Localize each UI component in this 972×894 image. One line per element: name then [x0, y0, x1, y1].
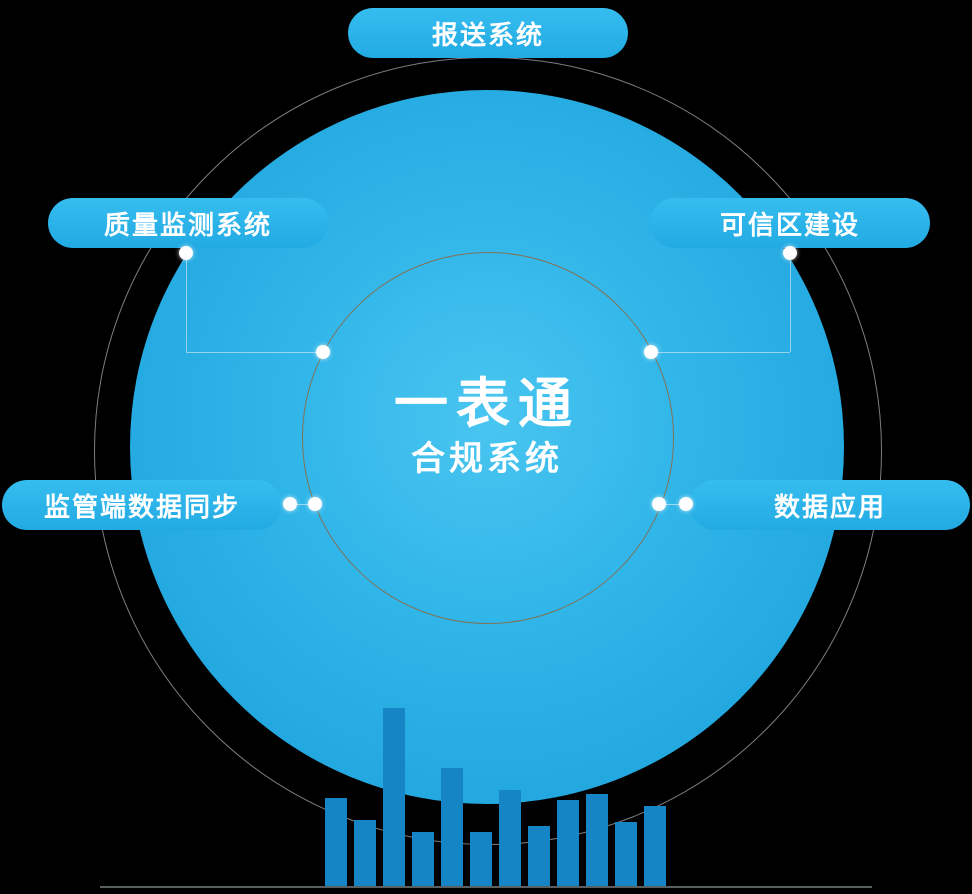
node-data-application: 数据应用 [690, 480, 970, 530]
node-regulator-data-sync: 监管端数据同步 [2, 480, 282, 530]
bar [383, 708, 405, 886]
bar [557, 800, 579, 886]
bar [615, 822, 637, 886]
bottom-line [100, 886, 872, 888]
dot-ring-upper-right [644, 345, 658, 359]
connector-right-horizontal [651, 352, 790, 353]
bar [412, 832, 434, 886]
bar-chart [325, 700, 666, 886]
bar [441, 768, 463, 886]
node-trusted-zone-label: 可信区建设 [719, 209, 860, 240]
bar [586, 794, 608, 886]
dot-data-app-pill-edge [679, 497, 693, 511]
node-trusted-zone: 可信区建设 [650, 198, 930, 248]
node-data-application-label: 数据应用 [773, 491, 886, 522]
connector-left-horizontal [186, 352, 323, 353]
dot-under-quality-pill [179, 246, 193, 260]
dot-ring-lower-right [652, 497, 666, 511]
bar [325, 798, 347, 886]
node-reporting-system: 报送系统 [348, 8, 628, 58]
bar [644, 806, 666, 886]
center-label: 一表通 合规系统 [287, 374, 687, 480]
node-quality-monitoring: 质量监测系统 [48, 198, 328, 248]
inner-ring [302, 252, 674, 624]
node-quality-monitoring-label: 质量监测系统 [103, 209, 272, 240]
center-subtitle: 合规系统 [411, 440, 563, 478]
dot-under-trusted-pill [783, 246, 797, 260]
dot-ring-upper-left [316, 345, 330, 359]
bar [470, 832, 492, 886]
connector-left-vertical [186, 253, 187, 352]
bar [528, 826, 550, 886]
connector-lower-left [290, 504, 315, 505]
node-regulator-data-sync-label: 监管端数据同步 [43, 491, 240, 522]
connector-right-vertical [790, 253, 791, 352]
node-reporting-system-label: 报送系统 [431, 19, 544, 50]
bar [499, 790, 521, 886]
bar [354, 820, 376, 886]
dot-ring-lower-left [308, 497, 322, 511]
center-title: 一表通 [394, 374, 580, 434]
connector-lower-right [659, 504, 686, 505]
dot-sync-pill-edge [283, 497, 297, 511]
